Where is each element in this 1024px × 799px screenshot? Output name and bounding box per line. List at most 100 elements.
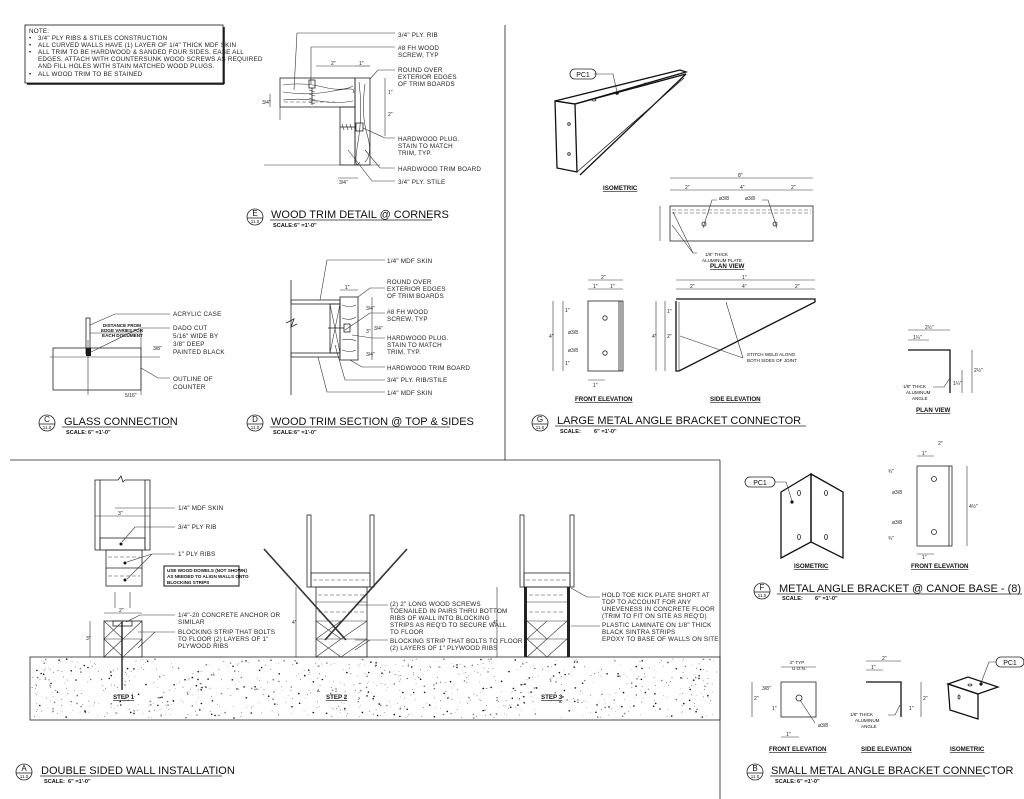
- concrete-speck: [463, 672, 465, 674]
- concrete-speck: [210, 713, 213, 716]
- concrete-speck: [640, 678, 643, 681]
- concrete-speck: [490, 658, 492, 660]
- concrete-speck: [34, 716, 35, 718]
- concrete-speck: [706, 671, 708, 672]
- svg-text:1": 1": [742, 275, 747, 281]
- concrete-speck: [104, 715, 106, 717]
- concrete-speck: [406, 715, 408, 717]
- view-label: PLAN VIEW: [916, 407, 951, 414]
- svg-text:3/4": 3/4": [366, 306, 375, 312]
- svg-text:DADO CUT: DADO CUT: [173, 325, 207, 332]
- concrete-speck: [698, 677, 700, 680]
- concrete-speck: [376, 714, 379, 717]
- concrete-speck: [258, 669, 261, 672]
- concrete-speck: [508, 707, 509, 709]
- concrete-speck: [117, 705, 119, 707]
- concrete-speck: [370, 661, 372, 663]
- concrete-speck: [318, 659, 320, 661]
- concrete-speck: [573, 661, 576, 663]
- concrete-speck: [451, 687, 453, 689]
- concrete-speck: [367, 671, 370, 674]
- concrete-speck: [220, 692, 223, 695]
- concrete-speck: [561, 702, 562, 703]
- concrete-speck: [201, 670, 203, 672]
- concrete-speck: [562, 696, 564, 698]
- detail-title: GLASS CONNECTION: [64, 416, 178, 428]
- svg-text:•: •: [29, 35, 31, 42]
- concrete-speck: [52, 708, 54, 710]
- concrete-speck: [181, 700, 182, 702]
- concrete-speck: [212, 672, 214, 674]
- concrete-speck: [511, 703, 513, 705]
- concrete-speck: [630, 668, 632, 670]
- concrete-speck: [40, 672, 42, 675]
- concrete-speck: [584, 666, 585, 668]
- concrete-speck: [495, 713, 498, 715]
- concrete-speck: [698, 675, 700, 677]
- svg-text:11.0: 11.0: [43, 425, 52, 430]
- part-tag: PC1: [753, 480, 767, 487]
- concrete-speck: [195, 710, 197, 712]
- concrete-speck: [50, 682, 52, 685]
- concrete-speck: [408, 714, 410, 716]
- detail-title: DOUBLE SIDED WALL INSTALLATION: [41, 765, 235, 777]
- concrete-speck: [624, 699, 625, 701]
- svg-text:6" =1'-0": 6" =1'-0": [88, 430, 111, 436]
- concrete-speck: [575, 659, 577, 661]
- concrete-speck: [390, 706, 392, 708]
- concrete-speck: [50, 687, 51, 688]
- concrete-speck: [82, 704, 84, 705]
- concrete-speck: [399, 680, 401, 682]
- concrete-speck: [389, 700, 390, 702]
- concrete-speck: [399, 715, 401, 718]
- concrete-speck: [452, 693, 453, 694]
- concrete-speck: [716, 671, 718, 673]
- concrete-speck: [384, 670, 386, 672]
- concrete-speck: [694, 676, 697, 679]
- concrete-speck: [296, 675, 297, 677]
- concrete-speck: [476, 715, 477, 717]
- concrete-speck: [581, 682, 584, 685]
- concrete-speck: [128, 708, 130, 710]
- concrete-speck: [53, 701, 56, 704]
- concrete-speck: [154, 658, 156, 660]
- concrete-speck: [199, 683, 201, 684]
- concrete-speck: [675, 668, 678, 670]
- concrete-speck: [58, 670, 60, 671]
- concrete-speck: [52, 710, 54, 713]
- concrete-speck: [325, 699, 327, 701]
- concrete-speck: [711, 683, 713, 685]
- concrete-speck: [655, 685, 656, 686]
- concrete-speck: [551, 666, 553, 668]
- concrete-speck: [185, 716, 187, 719]
- svg-text:1/4" MDF SKIN: 1/4" MDF SKIN: [387, 258, 433, 265]
- concrete-speck: [388, 671, 391, 673]
- step-label: STEP 3: [541, 694, 563, 701]
- concrete-speck: [88, 676, 90, 677]
- concrete-speck: [630, 682, 633, 684]
- svg-text:ROUND OVER: ROUND OVER: [398, 67, 443, 74]
- concrete-speck: [613, 699, 616, 701]
- concrete-speck: [329, 692, 332, 694]
- concrete-speck: [245, 706, 247, 708]
- concrete-speck: [84, 709, 86, 711]
- concrete-speck: [671, 677, 673, 679]
- concrete-speck: [113, 669, 114, 671]
- concrete-speck: [699, 668, 702, 671]
- concrete-speck: [98, 702, 100, 704]
- svg-text:D: D: [252, 415, 258, 424]
- concrete-speck: [535, 687, 538, 689]
- concrete-speck: [398, 679, 399, 681]
- concrete-speck: [218, 706, 220, 707]
- concrete-speck: [290, 686, 293, 688]
- svg-text:B: B: [752, 764, 757, 773]
- svg-text:3/4" PLY. RIB/STILE: 3/4" PLY. RIB/STILE: [387, 377, 447, 384]
- svg-text:A: A: [21, 764, 27, 773]
- concrete-speck: [64, 682, 66, 684]
- concrete-speck: [142, 659, 144, 661]
- concrete-speck: [670, 681, 671, 682]
- concrete-speck: [133, 710, 135, 712]
- detail-title: SMALL METAL ANGLE BRACKET CONNECTOR: [771, 765, 1014, 777]
- concrete-speck: [339, 682, 341, 683]
- concrete-speck: [197, 670, 199, 673]
